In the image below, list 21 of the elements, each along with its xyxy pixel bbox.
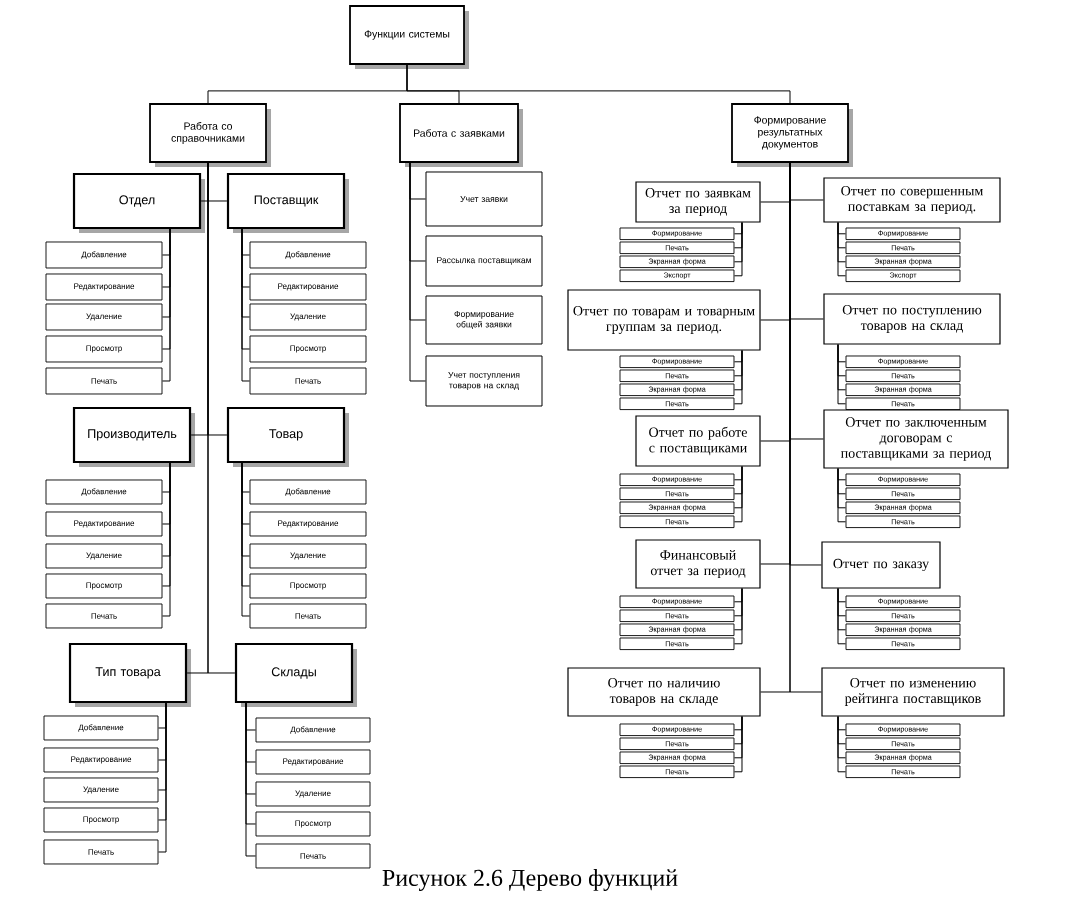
connector-line xyxy=(733,588,743,645)
connector-line xyxy=(837,716,847,773)
connector-line xyxy=(837,468,847,523)
connector-line xyxy=(157,702,167,853)
connector-line xyxy=(837,222,847,277)
connector-line xyxy=(241,462,251,617)
connector-line xyxy=(207,162,236,674)
connector-line xyxy=(837,344,847,405)
connector-line xyxy=(161,462,171,617)
connector-line xyxy=(733,466,743,523)
connector-line xyxy=(241,228,251,382)
connector-line xyxy=(245,702,257,857)
connector-line xyxy=(409,162,426,382)
connector-line xyxy=(837,588,847,645)
connector-line xyxy=(733,350,743,405)
figure-caption: Рисунок 2.6 Дерево функций xyxy=(382,869,678,891)
connector-line xyxy=(789,162,822,693)
connector-line xyxy=(733,222,743,277)
connector-line xyxy=(161,228,171,382)
connector-line xyxy=(733,716,743,773)
connector-line xyxy=(406,64,791,104)
